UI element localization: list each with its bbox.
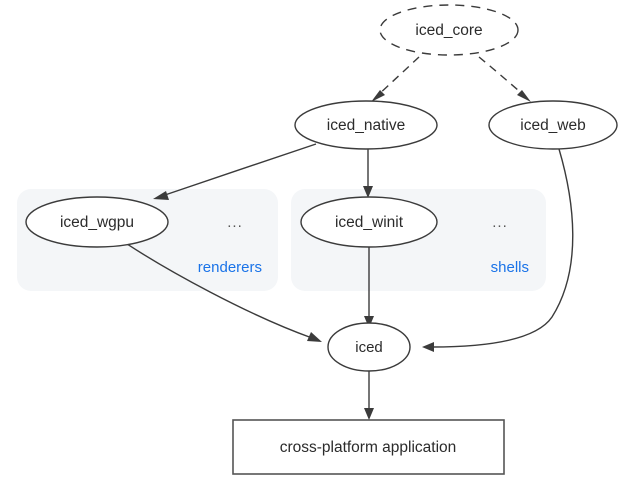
iced-native-ellipse[interactable]	[294, 100, 438, 150]
iced-web-label: iced_web	[520, 117, 586, 134]
edge-iced_winit-iced	[364, 247, 374, 328]
edge-iced_native-iced_wgpu	[153, 143, 317, 200]
node-iced-web[interactable]: iced_web	[488, 100, 618, 150]
edge-iced_web-iced	[422, 148, 574, 352]
iced-core-label: iced_core	[415, 22, 482, 39]
edge-iced-app	[364, 370, 374, 420]
node-iced-native[interactable]: iced_native	[294, 100, 438, 150]
edge-iced_core-iced_native	[371, 56, 420, 102]
app-rect[interactable]	[232, 419, 505, 475]
shells-ellipsis: ...	[492, 214, 508, 231]
edge-iced_core-iced_web	[478, 56, 531, 102]
iced-web-ellipse[interactable]	[488, 100, 618, 150]
cluster-label-shells: shells	[491, 259, 529, 276]
edge-iced_native-iced_winit	[363, 149, 373, 198]
iced-winit-ellipse[interactable]	[300, 196, 438, 248]
iced-core-ellipse[interactable]	[379, 4, 519, 56]
iced-label: iced	[355, 339, 383, 356]
cluster-label-renderers: renderers	[198, 259, 262, 276]
node-iced-wgpu[interactable]: iced_wgpu	[25, 196, 169, 248]
iced-native-label: iced_native	[327, 117, 405, 134]
node-iced-core[interactable]: iced_core	[379, 4, 519, 56]
iced-winit-label: iced_winit	[335, 214, 404, 231]
iced-wgpu-label: iced_wgpu	[60, 214, 134, 231]
node-cross-platform-application[interactable]: cross-platform application	[232, 419, 505, 475]
node-iced[interactable]: iced	[327, 322, 411, 372]
iced-ellipse[interactable]	[327, 322, 411, 372]
iced-wgpu-ellipse[interactable]	[25, 196, 169, 248]
edge-iced_wgpu-iced	[123, 241, 322, 342]
node-iced-winit[interactable]: iced_winit	[300, 196, 438, 248]
renderers-ellipsis: ...	[227, 214, 243, 231]
app-label: cross-platform application	[280, 439, 457, 456]
